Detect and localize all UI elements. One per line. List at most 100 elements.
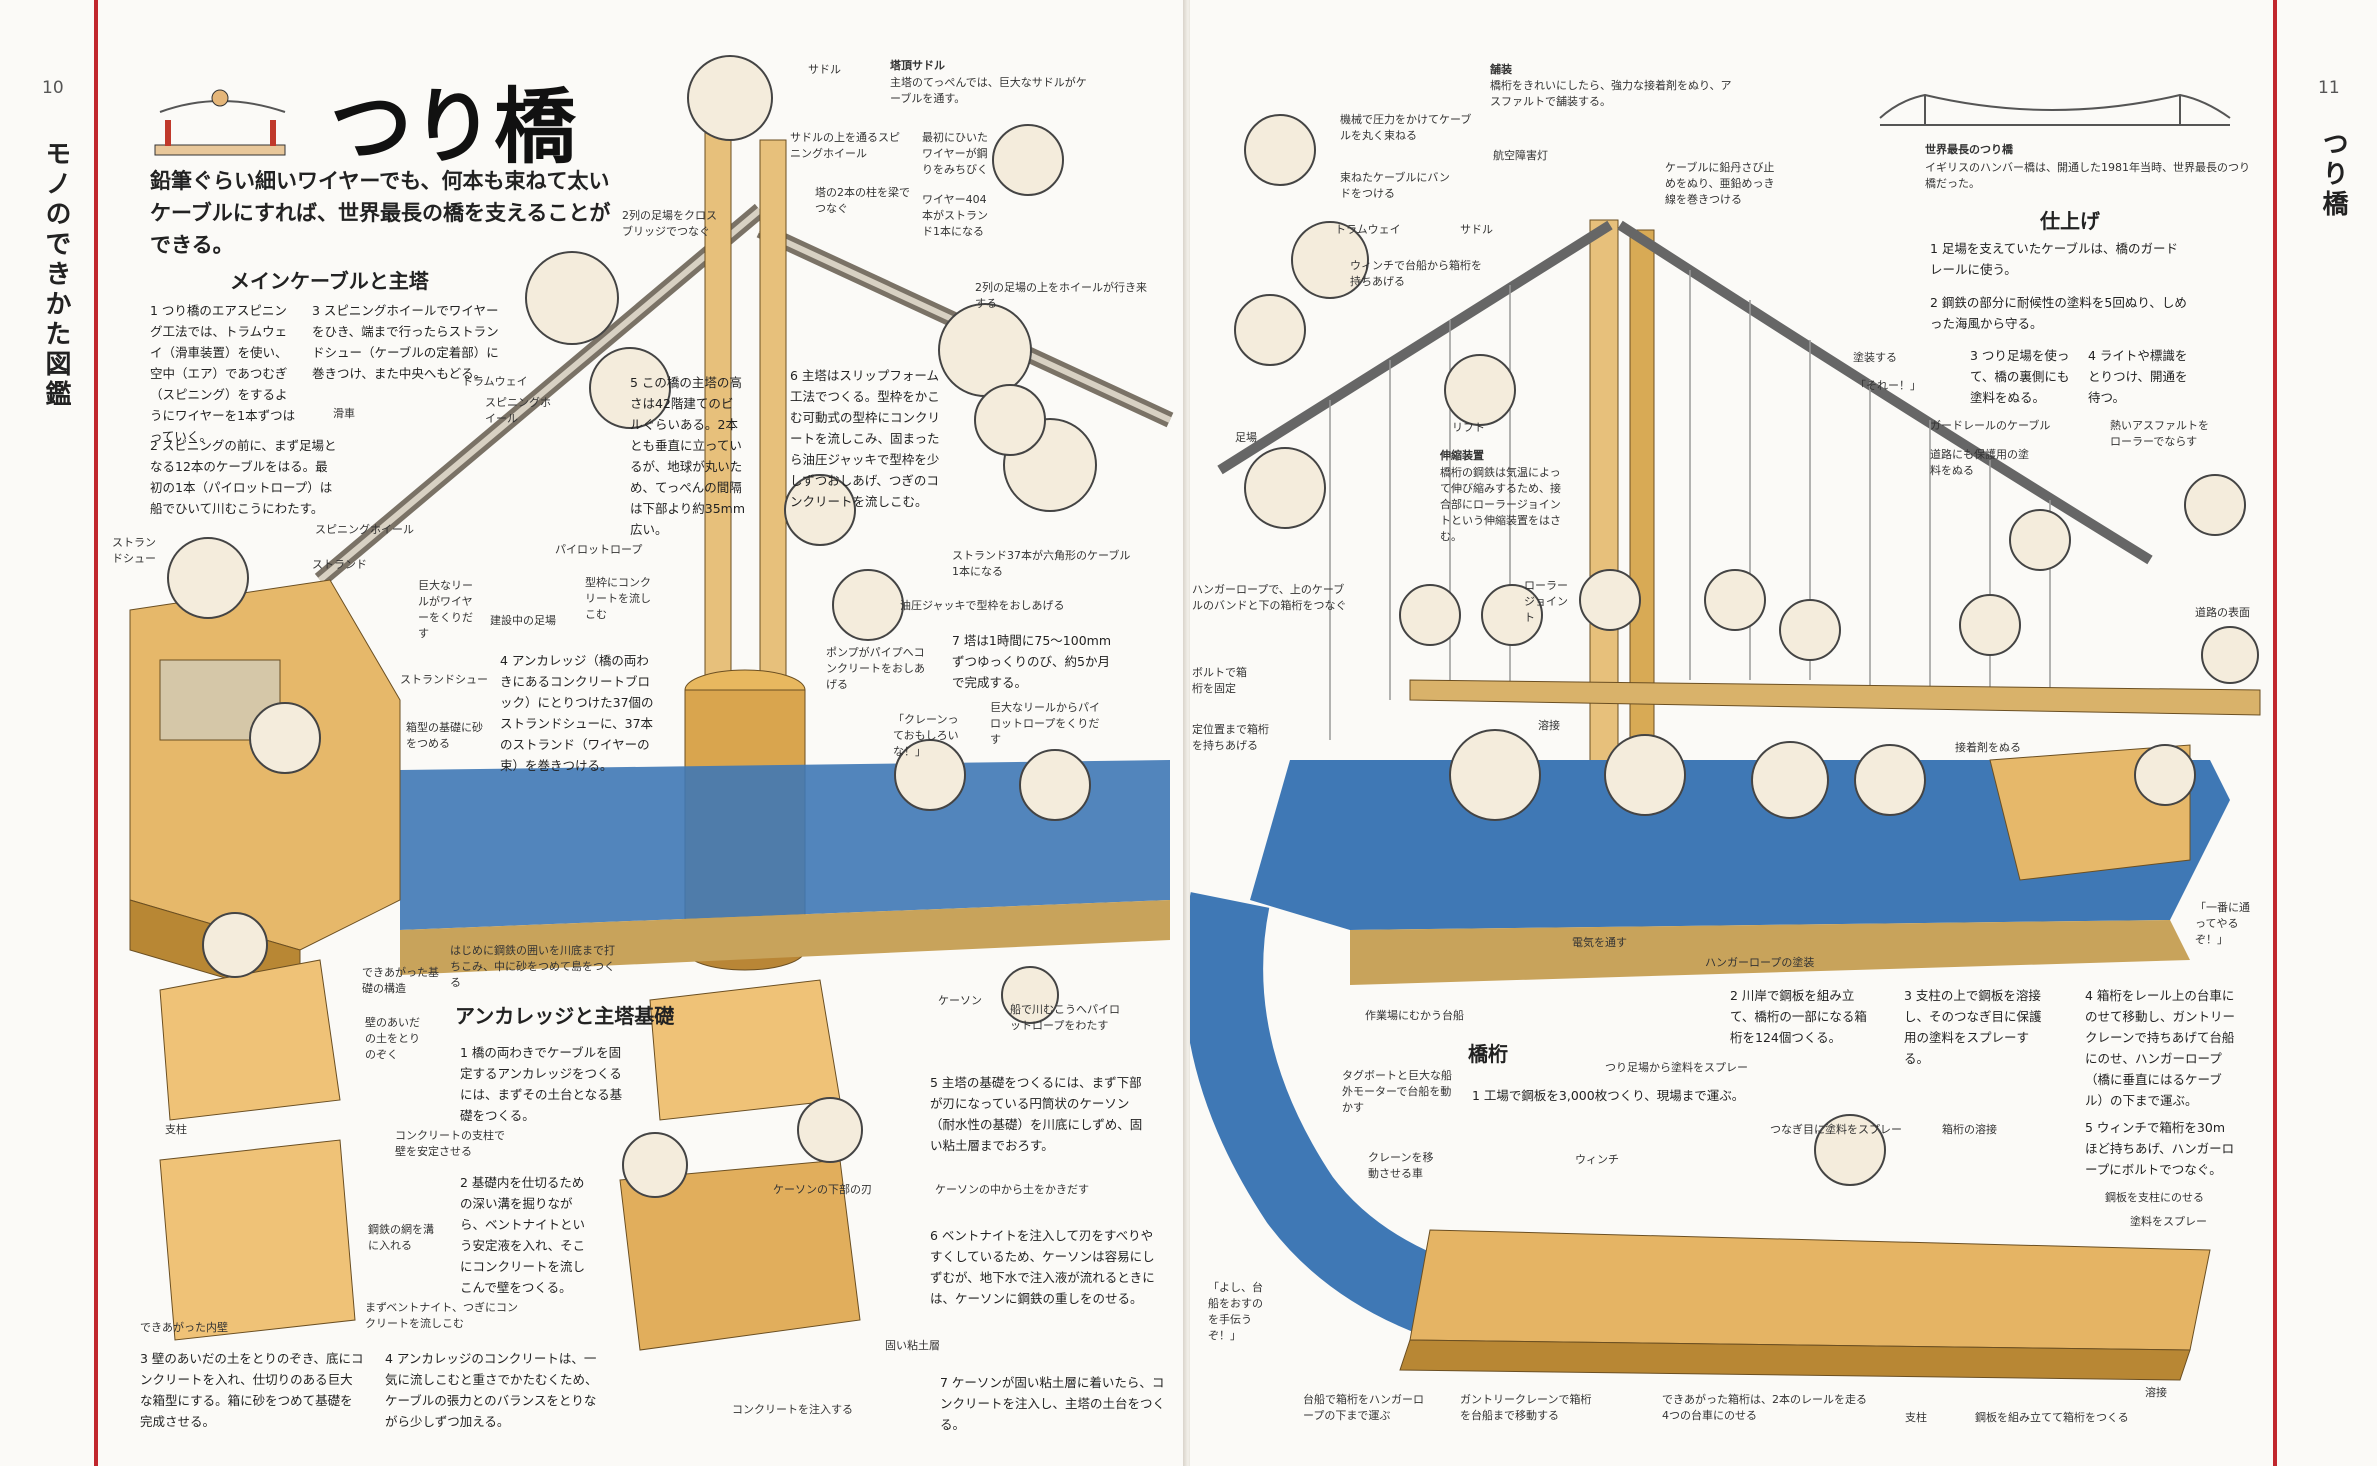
label-expansion-text: 橋桁の鋼鉄は気温によって伸び縮みするため、接合部にローラージョイントという伸縮装… <box>1440 466 1561 543</box>
label-cofferdam: はじめに鋼鉄の囲いを川底まで打ちこみ、中に砂をつめて島をつくる <box>450 944 615 989</box>
label-under-construction: 建設中の足場 <box>490 614 556 627</box>
label-glue: 接着剤をぬる <box>1955 741 2021 754</box>
anchor-step-1: 1 橋の両わきでケーブルを固定するアンカレッジをつくるには、まずその土台となる基… <box>460 1045 623 1123</box>
label-assemble: 鋼板を組み立てて箱桁をつくる <box>1975 1411 2129 1424</box>
label-paint: 塗装する <box>1853 351 1897 364</box>
label-pilot-boat: 船で川むこうへパイロットロープをわたす <box>1010 1003 1120 1032</box>
label-help-move: 「よし、台船をおすのを手伝うぞ！」 <box>1208 1281 1263 1342</box>
label-spinning-wheel: スピニングホイール <box>315 523 414 536</box>
label-strand-shoe-2: ストランドシュー <box>400 673 488 686</box>
left-page: 10 モノのできかた図鑑 <box>0 0 1186 1466</box>
label-scaffold: 足場 <box>1235 431 1257 444</box>
cable-step-1: 1 つり橋のエアスピニング工法では、トラムウェイ（滑車装置）を使い、空中（エア）… <box>150 303 296 444</box>
book-title: モノのできかた図鑑 <box>41 140 71 410</box>
label-sore: 「それー！」 <box>1855 379 1921 392</box>
label-wheel-go: 2列の足場の上をホイールが行き来する <box>975 281 1147 310</box>
label-pulley: 滑車 <box>333 407 355 420</box>
label-roller-joint: ローラージョイント <box>1524 579 1568 624</box>
label-clay: 固い粘土層 <box>885 1339 940 1352</box>
section-heading-finishing: 仕上げ <box>2040 209 2100 233</box>
anchor-step-6: 6 ベントナイトを注入して刃をすべりやすくしているため、ケーソンは容易にしずむが… <box>930 1228 1155 1306</box>
record-text: イギリスのハンバー橋は、開通した1981年当時、世界最長のつり橋だった。 <box>1925 161 2250 190</box>
label-strand-bundle: ストランド37本が六角形のケーブル1本になる <box>952 549 1131 578</box>
label-concrete-to-form: 型枠にコンクリートを流しこむ <box>585 576 651 621</box>
label-road-paint: 道路にも保護用の塗料をぬる <box>1930 448 2029 477</box>
catwalk-scaffold <box>314 203 1174 587</box>
label-spray-hanging: つり足場から塗料をスプレー <box>1605 1061 1748 1074</box>
girder-step-2: 2 川岸で鋼板を組み立て、橋桁の一部になる箱桁を124個つくる。 <box>1730 988 1867 1045</box>
record-title: 世界最長のつり橋 <box>1925 143 2013 156</box>
label-caisson-bottom: ケーソンの下部の刃 <box>773 1183 872 1196</box>
lead-text: 鉛筆ぐらい細いワイヤーでも、何本も束ねて太いケーブルにすれば、世界最長の橋を支え… <box>150 169 611 257</box>
label-pave-text: 橋桁をきれいにしたら、強力な接着剤をぬり、アスファルトで舗装する。 <box>1490 79 1732 108</box>
label-big-reel: 巨大なリールがワイヤーをくりだす <box>418 579 473 640</box>
section-heading-girder: 橋桁 <box>1468 1042 1508 1066</box>
girder-step-3: 3 支柱の上で鋼板を溶接し、そのつなぎ目に保護用の塗料をスプレーする。 <box>1904 988 2042 1066</box>
label-to-workboat: 作業場にむかう台船 <box>1365 1009 1464 1022</box>
label-spinning-wheel-saddle: サドルの上を通るスピニングホイール <box>790 131 900 160</box>
label-post: 支柱 <box>1905 1411 1927 1424</box>
label-hanger-rope: ハンガーロープで、上のケーブルのバンドと下の箱桁をつなぐ <box>1192 583 1347 612</box>
label-saddle-text: 主塔のてっぺんでは、巨大なサドルがケーブルを通す。 <box>890 76 1087 105</box>
label-crane-fun: 「クレーンっておもしろいな！」 <box>893 713 959 758</box>
label-expansion-title: 伸縮装置 <box>1440 449 1484 462</box>
label-pump-pipe: ポンプがパイプへコンクリートをおしあげる <box>826 646 925 691</box>
label-electric-weld: 電気を通す <box>1572 936 1627 949</box>
label-cross-bridge: 2列の足場をクロスブリッジでつなぐ <box>622 209 717 238</box>
right-page: 11 つり橋 <box>1190 0 2377 1466</box>
label-first-call: 「一番に通ってやるぞ！」 <box>2195 901 2250 946</box>
finishing-step-4: 4 ライトや標識をとりつけ、開通を待つ。 <box>2088 348 2188 405</box>
label-gantry-move: ガントリークレーンで箱桁を台船まで移動する <box>1460 1393 1592 1422</box>
label-weld-2: 溶接 <box>2145 1386 2167 1399</box>
bridge-construction-illustration <box>129 55 1174 1351</box>
label-bolt: ボルトで箱桁を固定 <box>1192 666 1247 695</box>
finishing-step-2: 2 鋼鉄の部分に耐候性の塗料を5回ぬり、しめった海風から守る。 <box>1930 295 2187 331</box>
page-margin-line <box>2273 0 2277 1466</box>
page-number: 11 <box>2318 78 2340 98</box>
page-number: 10 <box>42 78 64 98</box>
label-road-surface: 道路の表面 <box>2195 606 2250 619</box>
label-spinning-hoist: スピニングホイール <box>485 396 551 425</box>
label-finished-base: できあがった基礎の構造 <box>362 966 439 995</box>
assembly-yard <box>1399 1229 2211 1381</box>
label-box-weld: 箱桁の溶接 <box>1942 1123 1997 1136</box>
label-joint-spray: つなぎ目に塗料をスプレー <box>1770 1123 1902 1136</box>
label-caisson: ケーソン <box>938 994 982 1007</box>
label-positioning: 定位置まで箱桁を持ちあげる <box>1192 723 1269 752</box>
page-margin-line <box>94 0 98 1466</box>
cable-step-6: 6 主塔はスリップフォーム工法でつくる。型枠をかこむ可動式の型枠にコンクリートを… <box>790 368 941 509</box>
label-wire-404: ワイヤー404本がストランド1本になる <box>922 193 988 238</box>
label-inner-wall: できあがった内壁 <box>140 1321 228 1334</box>
detail-circles <box>167 55 1097 1198</box>
label-tug: タグボートと巨大な船外モーターで台船を動かす <box>1342 1069 1452 1114</box>
detail-circles <box>1234 114 2259 1186</box>
label-saddle: サドル <box>808 63 841 76</box>
label-reel-pilot: 巨大なリールからパイロットロープをくりだす <box>990 701 1100 746</box>
label-wall-soil: 壁のあいだの土をとりのぞく <box>365 1016 420 1061</box>
label-caisson-dig: ケーソンの中から土をかきだす <box>935 1183 1089 1196</box>
anchor-step-3: 3 壁のあいだの土をとりのぞき、底にコンクリートを入れ、仕切りのある巨大な箱型に… <box>140 1351 364 1429</box>
book-gutter <box>1183 0 1193 1466</box>
cable-step-5: 5 この橋の主塔の高さは42階建てのビルぐらいある。2本とも垂直に立っているが、… <box>630 375 746 537</box>
label-wrap-wire: ケーブルに鉛丹さび止めをぬり、亜鉛めっき線を巻きつける <box>1665 161 1775 206</box>
label-tramway: トラムウェイ <box>1335 223 1401 236</box>
anchor-step-7: 7 ケーソンが固い粘土層に着いたら、コンクリートを注入し、主塔の土台をつくる。 <box>940 1375 1166 1432</box>
bridge-deck <box>1409 679 2261 716</box>
label-lift: リフト <box>1452 421 1485 434</box>
label-saddle: サドル <box>1460 223 1493 236</box>
finishing-step-1: 1 足場を支えていたケーブルは、橋のガードレールに使う。 <box>1930 241 2179 277</box>
hanger-ropes <box>1329 270 2051 740</box>
cable-step-7: 7 塔は1時間に75～100mmずつゆっくりのび、約5か月で完成する。 <box>952 633 1111 690</box>
label-pilot-rope: パイロットロープ <box>555 543 643 556</box>
label-weld: 溶接 <box>1538 719 1560 732</box>
girder-step-5: 5 ウィンチで箱桁を30mほど持ちあげ、ハンガーロープにボルトでつなぐ。 <box>2085 1120 2235 1177</box>
label-hanger-paint: ハンガーロープの塗装 <box>1705 956 1815 969</box>
section-heading-cable: メインケーブルと主塔 <box>230 269 429 293</box>
bridge-deck-illustration <box>1190 93 2261 1381</box>
humber-bridge-silhouette <box>1879 93 2231 126</box>
cable-step-2: 2 スピニングの前に、まず足場となる12本のケーブルをはる。最初の1本（パイロッ… <box>150 438 337 516</box>
label-crane-car: クレーンを移動させる車 <box>1368 1151 1434 1180</box>
label-jack-push: 油圧ジャッキで型枠をおしあげる <box>900 599 1065 612</box>
river <box>400 760 1170 975</box>
anchor-step-4: 4 アンカレッジのコンクリートは、一気に流しこむと重さでかたむくため、ケーブルの… <box>385 1351 598 1429</box>
